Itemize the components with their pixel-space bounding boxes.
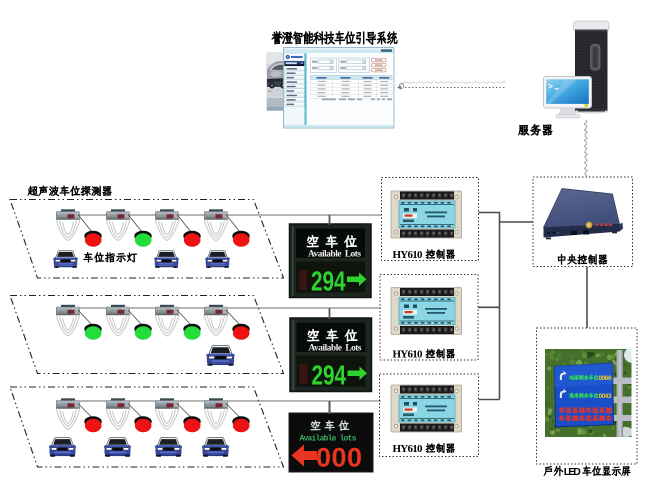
svg-text:0043: 0043: [599, 393, 612, 400]
svg-text:>: >: [548, 81, 553, 91]
svg-text:Available Lots: Available Lots: [308, 248, 361, 258]
svg-text:0066: 0066: [599, 375, 612, 382]
svg-text:294: 294: [311, 267, 346, 298]
svg-text:Available Lots: Available Lots: [309, 342, 362, 352]
svg-text:HY610: HY610: [393, 349, 424, 361]
svg-text:LED: LED: [564, 466, 581, 478]
svg-text:294: 294: [312, 361, 347, 392]
svg-text:HY610: HY610: [393, 249, 424, 261]
svg-text:Available lots: Available lots: [300, 435, 357, 444]
svg-text:000: 000: [316, 443, 362, 473]
svg-text:HY610: HY610: [393, 443, 424, 455]
